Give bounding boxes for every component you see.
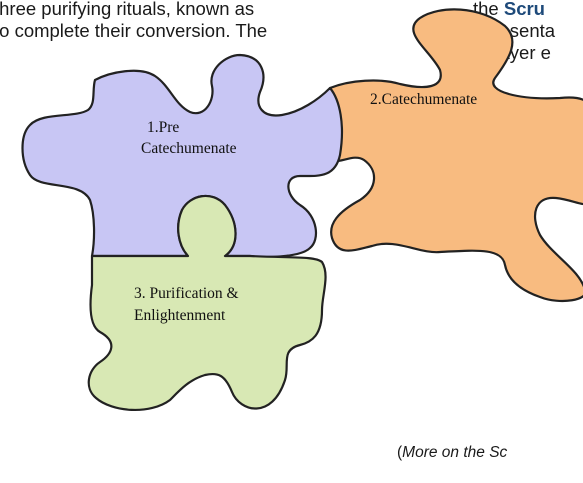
puzzle-label: 3. Purification &	[134, 285, 239, 302]
footnote-fragment: More on the Sc	[402, 443, 508, 461]
puzzle-piece-purification	[87, 194, 327, 411]
open-paren: (	[397, 443, 403, 461]
puzzle-label: 1.Pre	[147, 119, 179, 136]
footnote-text: (More on the Sc	[397, 444, 507, 462]
puzzle-piece-pre-catechumenate	[21, 53, 344, 259]
puzzle-label: 2.Catechumenate	[370, 91, 477, 108]
puzzle-piece-catechumenate	[320, 8, 583, 303]
puzzle-label: Catechumenate	[141, 140, 237, 157]
body-text-line: three purifying rituals, known as	[0, 0, 255, 19]
body-text-line: to complete their conversion. The	[0, 20, 268, 41]
puzzle-label: Enlightenment	[134, 307, 226, 324]
highlighted-term: Scru	[503, 0, 545, 19]
